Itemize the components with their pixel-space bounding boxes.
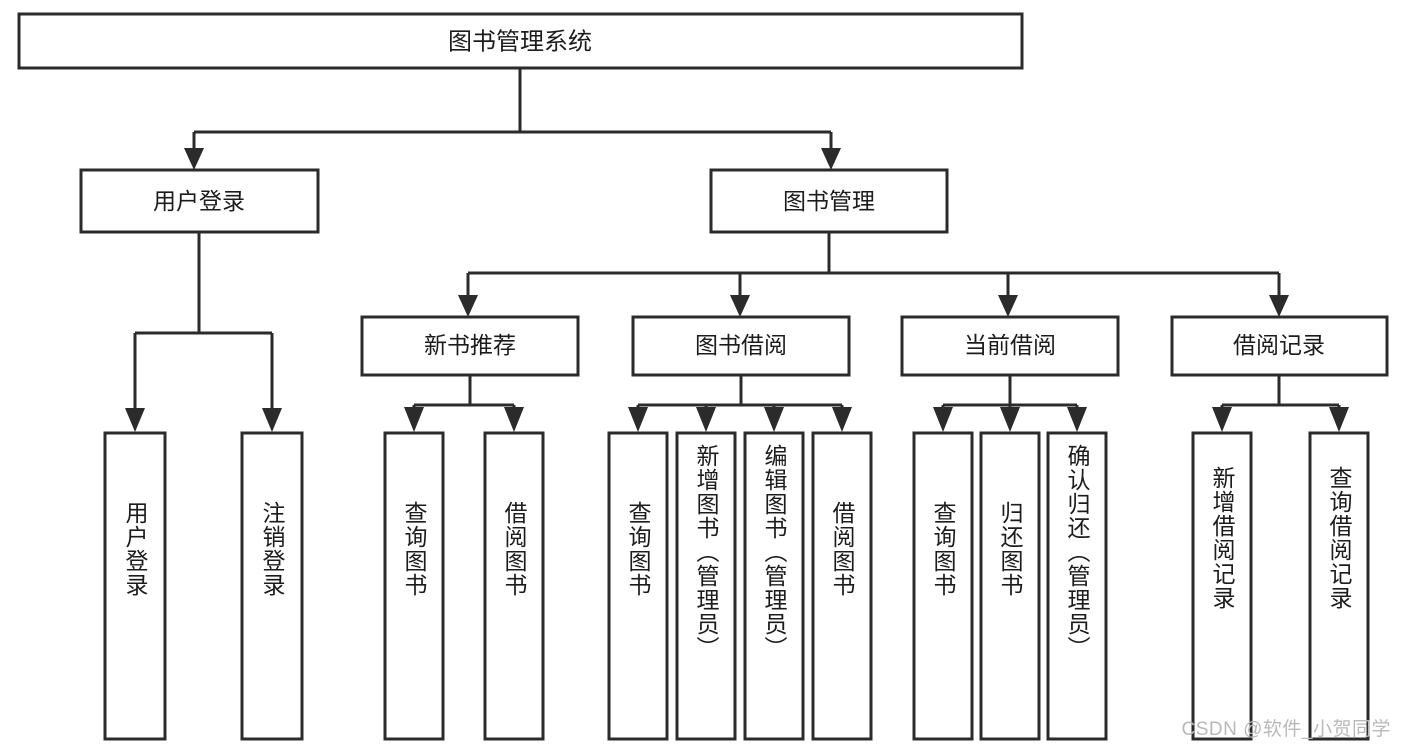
connector-new-book-to-leaves <box>404 375 524 432</box>
node-borrow-records-label: 借阅记录 <box>1233 332 1325 358</box>
connector-borrow-records-to-leaves <box>1212 375 1349 432</box>
leaf-box-book-borrow-2[interactable] <box>675 431 737 741</box>
node-borrow-records[interactable]: 借阅记录 <box>1170 315 1389 377</box>
leaf-box-new-book-1[interactable] <box>383 431 445 741</box>
arrow-head-to-book-manage <box>821 148 841 170</box>
connector-book-borrow-to-leaves <box>628 375 852 432</box>
node-user-login-box[interactable] <box>79 168 320 234</box>
arrow-head-to-borrow-records <box>1269 295 1289 317</box>
node-root-system-box[interactable] <box>17 12 1024 70</box>
arrow-head-user-login-leaf-2 <box>262 408 282 432</box>
arrow-head-book-borrow-leaf-3 <box>764 407 784 432</box>
leaf-box-current-borrow-2[interactable] <box>979 431 1041 741</box>
leaf-box-borrow-records-1[interactable] <box>1191 431 1253 741</box>
node-book-borrow-label: 图书借阅 <box>695 332 787 358</box>
arrow-head-to-user-login <box>184 148 204 170</box>
arrow-head-to-new-book <box>458 295 478 317</box>
connector-root-to-level2 <box>184 68 841 170</box>
arrow-head-book-borrow-leaf-1 <box>628 407 648 432</box>
arrow-head-to-book-borrow <box>730 295 750 317</box>
leaf-box-borrow-records-2[interactable] <box>1308 431 1370 741</box>
leaf-box-book-borrow-4[interactable] <box>811 431 873 741</box>
node-user-login[interactable]: 用户登录 <box>79 168 320 234</box>
node-book-borrow[interactable]: 图书借阅 <box>631 315 851 377</box>
leaf-box-book-borrow-3[interactable] <box>743 431 805 741</box>
node-current-borrow-label: 当前借阅 <box>964 332 1056 358</box>
arrow-head-borrow-records-leaf-2 <box>1329 407 1349 432</box>
leaf-box-current-borrow-3[interactable] <box>1046 431 1108 741</box>
connector-current-borrow-to-leaves <box>933 375 1087 432</box>
node-new-book-recommend-label: 新书推荐 <box>424 332 516 358</box>
arrow-head-new-book-leaf-2 <box>504 407 524 432</box>
node-root-system-label: 图书管理系统 <box>448 28 592 55</box>
arrow-head-book-borrow-leaf-4 <box>832 407 852 432</box>
leaf-box-user-login-2[interactable] <box>240 431 304 741</box>
node-root-system[interactable]: 图书管理系统 <box>17 12 1024 70</box>
node-current-borrow[interactable]: 当前借阅 <box>900 315 1120 377</box>
node-book-manage-label: 图书管理 <box>783 188 875 214</box>
leaf-box-user-login-1[interactable] <box>103 431 167 741</box>
node-new-book-recommend-box[interactable] <box>360 315 580 377</box>
arrow-head-book-borrow-leaf-2 <box>696 407 716 432</box>
node-new-book-recommend[interactable]: 新书推荐 <box>360 315 580 377</box>
arrow-head-current-borrow-leaf-1 <box>933 407 953 432</box>
node-book-manage[interactable]: 图书管理 <box>709 168 949 234</box>
node-user-login-label: 用户登录 <box>153 188 245 214</box>
arrow-head-borrow-records-leaf-1 <box>1212 407 1232 432</box>
arrow-head-current-borrow-leaf-2 <box>1000 407 1020 432</box>
connector-book-manage-to-level3 <box>458 232 1289 317</box>
leaf-box-current-borrow-1[interactable] <box>912 431 974 741</box>
arrow-head-current-borrow-leaf-3 <box>1067 407 1087 432</box>
arrow-head-user-login-leaf-1 <box>125 408 145 432</box>
arrow-head-to-current-borrow <box>998 295 1018 317</box>
node-current-borrow-box[interactable] <box>900 315 1120 377</box>
csdn-watermark: CSDN @软件_小贺同学 <box>1181 719 1391 740</box>
arrow-head-new-book-leaf-1 <box>404 407 424 432</box>
leaf-box-new-book-2[interactable] <box>483 431 545 741</box>
leaf-box-book-borrow-1[interactable] <box>607 431 669 741</box>
connector-user-login-to-leaves <box>125 232 282 432</box>
